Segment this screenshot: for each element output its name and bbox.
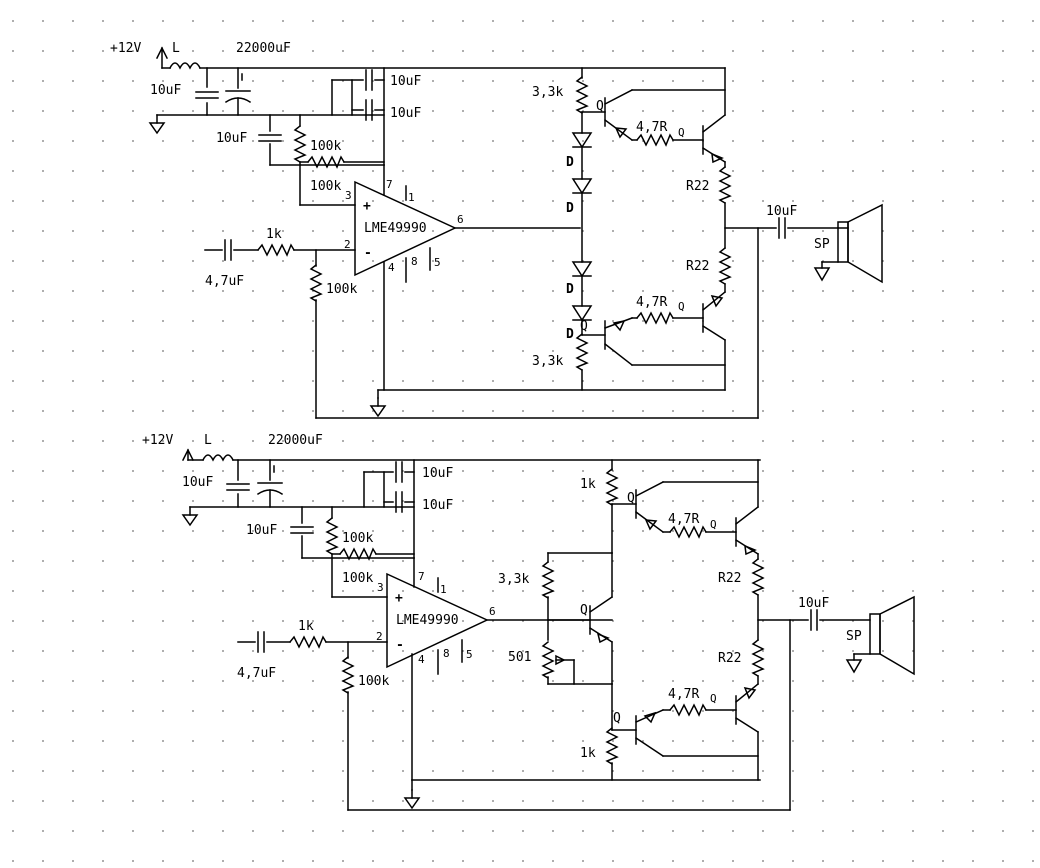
label-r-input: 1k [266, 227, 282, 242]
label-r-base-top: 4,7R [668, 512, 699, 527]
label-r-bias-top: 1k [580, 477, 596, 492]
label-q-driver-bottom: Q [613, 711, 621, 726]
opamp-top [354, 180, 457, 277]
label-supply: +12V [110, 41, 141, 56]
label-cap-bias: 10uF [246, 523, 277, 538]
label-opamp: LME49990 [396, 613, 459, 628]
label-q-out-top: Q [710, 518, 717, 531]
label-q-driver-bottom: Q [580, 319, 588, 334]
label-r-base-bottom: 4,7R [668, 687, 699, 702]
label-opamp: LME49990 [364, 221, 427, 236]
label-cap-supply: 10uF [182, 475, 213, 490]
label-pin-3: 3 [345, 189, 352, 202]
label-pin-3: 3 [377, 581, 384, 594]
label-q-vbe: Q [580, 603, 588, 618]
opamp-bottom [386, 572, 489, 669]
label-pin-4: 4 [388, 261, 395, 274]
inductor-bottom [201, 454, 235, 462]
label-q-out-bottom: Q [678, 300, 685, 313]
inductor-top [168, 62, 202, 70]
label-cap-bias: 10uF [216, 131, 247, 146]
label-pin-2: 2 [376, 630, 383, 643]
label-pin-plus: + [395, 591, 403, 606]
label-cap-dec-2: 10uF [422, 498, 453, 513]
label-cap-out: 10uF [798, 596, 829, 611]
label-r-emit-bottom: R22 [686, 259, 709, 274]
label-cap-input: 4,7uF [205, 274, 244, 289]
label-r-ground: 100k [358, 674, 389, 689]
amplifier-schematic-top: +12V L 22000uF 10uF 10uF 10uF 10uF 100k … [110, 41, 883, 419]
label-r-input: 1k [298, 619, 314, 634]
label-r-bias-a: 100k [342, 531, 373, 546]
label-pot: 501 [508, 650, 531, 665]
amplifier-schematic-bottom: +12V L 22000uF 10uF 10uF 10uF 10uF 100k … [142, 433, 915, 811]
label-q-out-bottom: Q [710, 692, 717, 705]
label-pin-6: 6 [489, 605, 496, 618]
label-pin-7: 7 [418, 570, 425, 583]
label-cap-out: 10uF [766, 204, 797, 219]
label-pin-2: 2 [344, 238, 351, 251]
supply-arrow-bottom [181, 448, 195, 462]
label-supply: +12V [142, 433, 173, 448]
label-inductor: L [204, 433, 212, 448]
label-pin-4: 4 [418, 653, 425, 666]
label-r-emit-top: R22 [718, 571, 741, 586]
label-pin-6: 6 [457, 213, 464, 226]
label-speaker: SP [814, 237, 830, 252]
label-cap-input: 4,7uF [237, 666, 276, 681]
label-diode-2: D [566, 201, 574, 216]
label-cap-bulk: 22000uF [236, 41, 291, 56]
label-cap-dec-1: 10uF [390, 74, 421, 89]
label-pin-minus: - [364, 246, 372, 261]
speaker-icon-bottom [869, 613, 881, 655]
label-r-ground: 100k [326, 282, 357, 297]
label-pin-5: 5 [434, 256, 441, 269]
label-diode-3: D [566, 282, 574, 297]
label-pin-minus: - [396, 638, 404, 653]
label-r-bias-b: 100k [342, 571, 373, 586]
label-diode-4: D [566, 327, 574, 342]
label-pin-8: 8 [411, 255, 418, 268]
label-r-vbe: 3,3k [498, 572, 529, 587]
label-q-driver-top: Q [596, 99, 604, 114]
label-r-emit-top: R22 [686, 179, 709, 194]
label-r-bias-top: 3,3k [532, 85, 563, 100]
label-pin-7: 7 [386, 178, 393, 191]
label-cap-bulk: 22000uF [268, 433, 323, 448]
label-q-driver-top: Q [627, 491, 635, 506]
label-r-emit-bottom: R22 [718, 651, 741, 666]
label-q-out-top: Q [678, 126, 685, 139]
label-r-bias-b: 100k [310, 179, 341, 194]
label-cap-dec-1: 10uF [422, 466, 453, 481]
label-r-bias-bottom: 1k [580, 746, 596, 761]
label-pin-5: 5 [466, 648, 473, 661]
label-r-bias-a: 100k [310, 139, 341, 154]
label-speaker: SP [846, 629, 862, 644]
label-inductor: L [172, 41, 180, 56]
label-pin-plus: + [363, 199, 371, 214]
label-r-base-bottom: 4,7R [636, 295, 667, 310]
label-cap-supply: 10uF [150, 83, 181, 98]
label-pin-8: 8 [443, 647, 450, 660]
label-pin-1: 1 [440, 583, 447, 596]
label-r-base-top: 4,7R [636, 120, 667, 135]
label-diode-1: D [566, 155, 574, 170]
label-r-bias-bottom: 3,3k [532, 354, 563, 369]
supply-arrow-top [155, 46, 169, 69]
label-pin-1: 1 [408, 191, 415, 204]
label-cap-dec-2: 10uF [390, 106, 421, 121]
